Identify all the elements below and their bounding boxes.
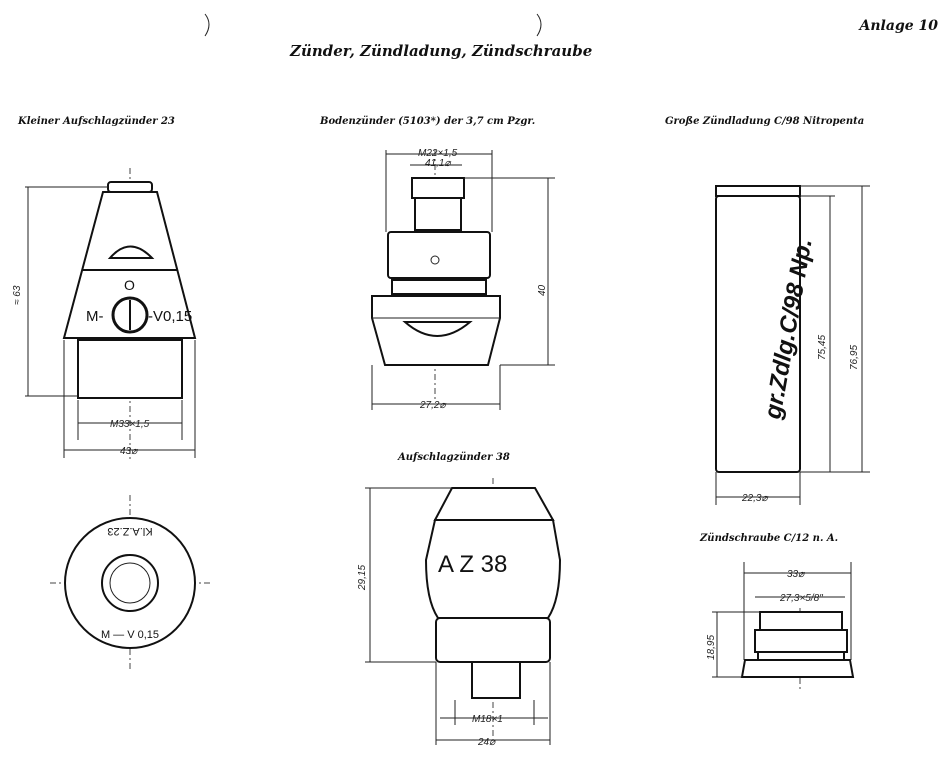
dial-label-m: M- xyxy=(86,308,104,325)
kaz23-side-view: O M- -V0,15 ≈ 63 M33×1,5 43⌀ xyxy=(12,168,197,460)
kaz23-bottom-view: Kl.A.Z.23 M — V 0,15 xyxy=(50,495,210,670)
dial-label-o: O xyxy=(124,277,135,293)
bottom-marking-top: Kl.A.Z.23 xyxy=(107,525,152,537)
az38-drawing: A Z 38 29,15 M18×1 24⌀ xyxy=(357,478,562,748)
dim-thread: M18×1 xyxy=(472,714,503,725)
dim-thread: 27,3×5/8" xyxy=(779,593,823,604)
dial-label-v: -V0,15 xyxy=(148,308,192,325)
dim-diameter: 27,2⌀ xyxy=(419,400,446,411)
bodenzuender-drawing: M22×1,5 41,1⌀ 40 27,2⌀ xyxy=(371,148,555,411)
scan-mark xyxy=(536,13,542,37)
caption-bodenzuender: Bodenzünder (5103*) der 3,7 cm Pzgr. xyxy=(320,116,536,127)
dim-diameter: 33⌀ xyxy=(787,569,805,580)
dim-height: 40 xyxy=(537,284,548,296)
dim-diameter: 43⌀ xyxy=(120,446,138,457)
dim-height: 29,15 xyxy=(357,565,368,591)
bottom-marking-bottom: M — V 0,15 xyxy=(101,629,159,641)
page-title: Zünder, Zündladung, Zündschraube xyxy=(290,42,593,60)
caption-zuendladung: Große Zündladung C/98 Nitropenta xyxy=(665,116,865,127)
caption-zuendschraube: Zündschraube C/12 n. A. xyxy=(700,533,839,544)
caption-kaz23: Kleiner Aufschlagzünder 23 xyxy=(18,116,175,127)
dim-height: 18,95 xyxy=(706,635,717,660)
scan-mark xyxy=(204,13,210,37)
dim-height: ≈ 63 xyxy=(12,285,23,305)
zuendschraube-drawing: 33⌀ 27,3×5/8" 18,95 xyxy=(706,562,855,690)
dim-diameter: 22,3⌀ xyxy=(741,493,768,504)
dim-diameter: 24⌀ xyxy=(477,737,496,748)
dim-height-inner: 75,45 xyxy=(817,335,828,360)
dim-height-outer: 76,95 xyxy=(849,345,860,370)
dim-thread: M22×1,5 xyxy=(418,148,458,159)
dim-thread: M33×1,5 xyxy=(110,419,150,430)
zuendladung-drawing: gr.Zdlg.C/98 Np. 75,45 76,95 22,3⌀ xyxy=(715,185,870,505)
fuze-marking: A Z 38 xyxy=(438,551,507,578)
dim-inner: 41,1⌀ xyxy=(425,158,451,169)
annex-label: Anlage 10 xyxy=(859,18,938,34)
caption-az38: Aufschlagzünder 38 xyxy=(398,452,510,463)
